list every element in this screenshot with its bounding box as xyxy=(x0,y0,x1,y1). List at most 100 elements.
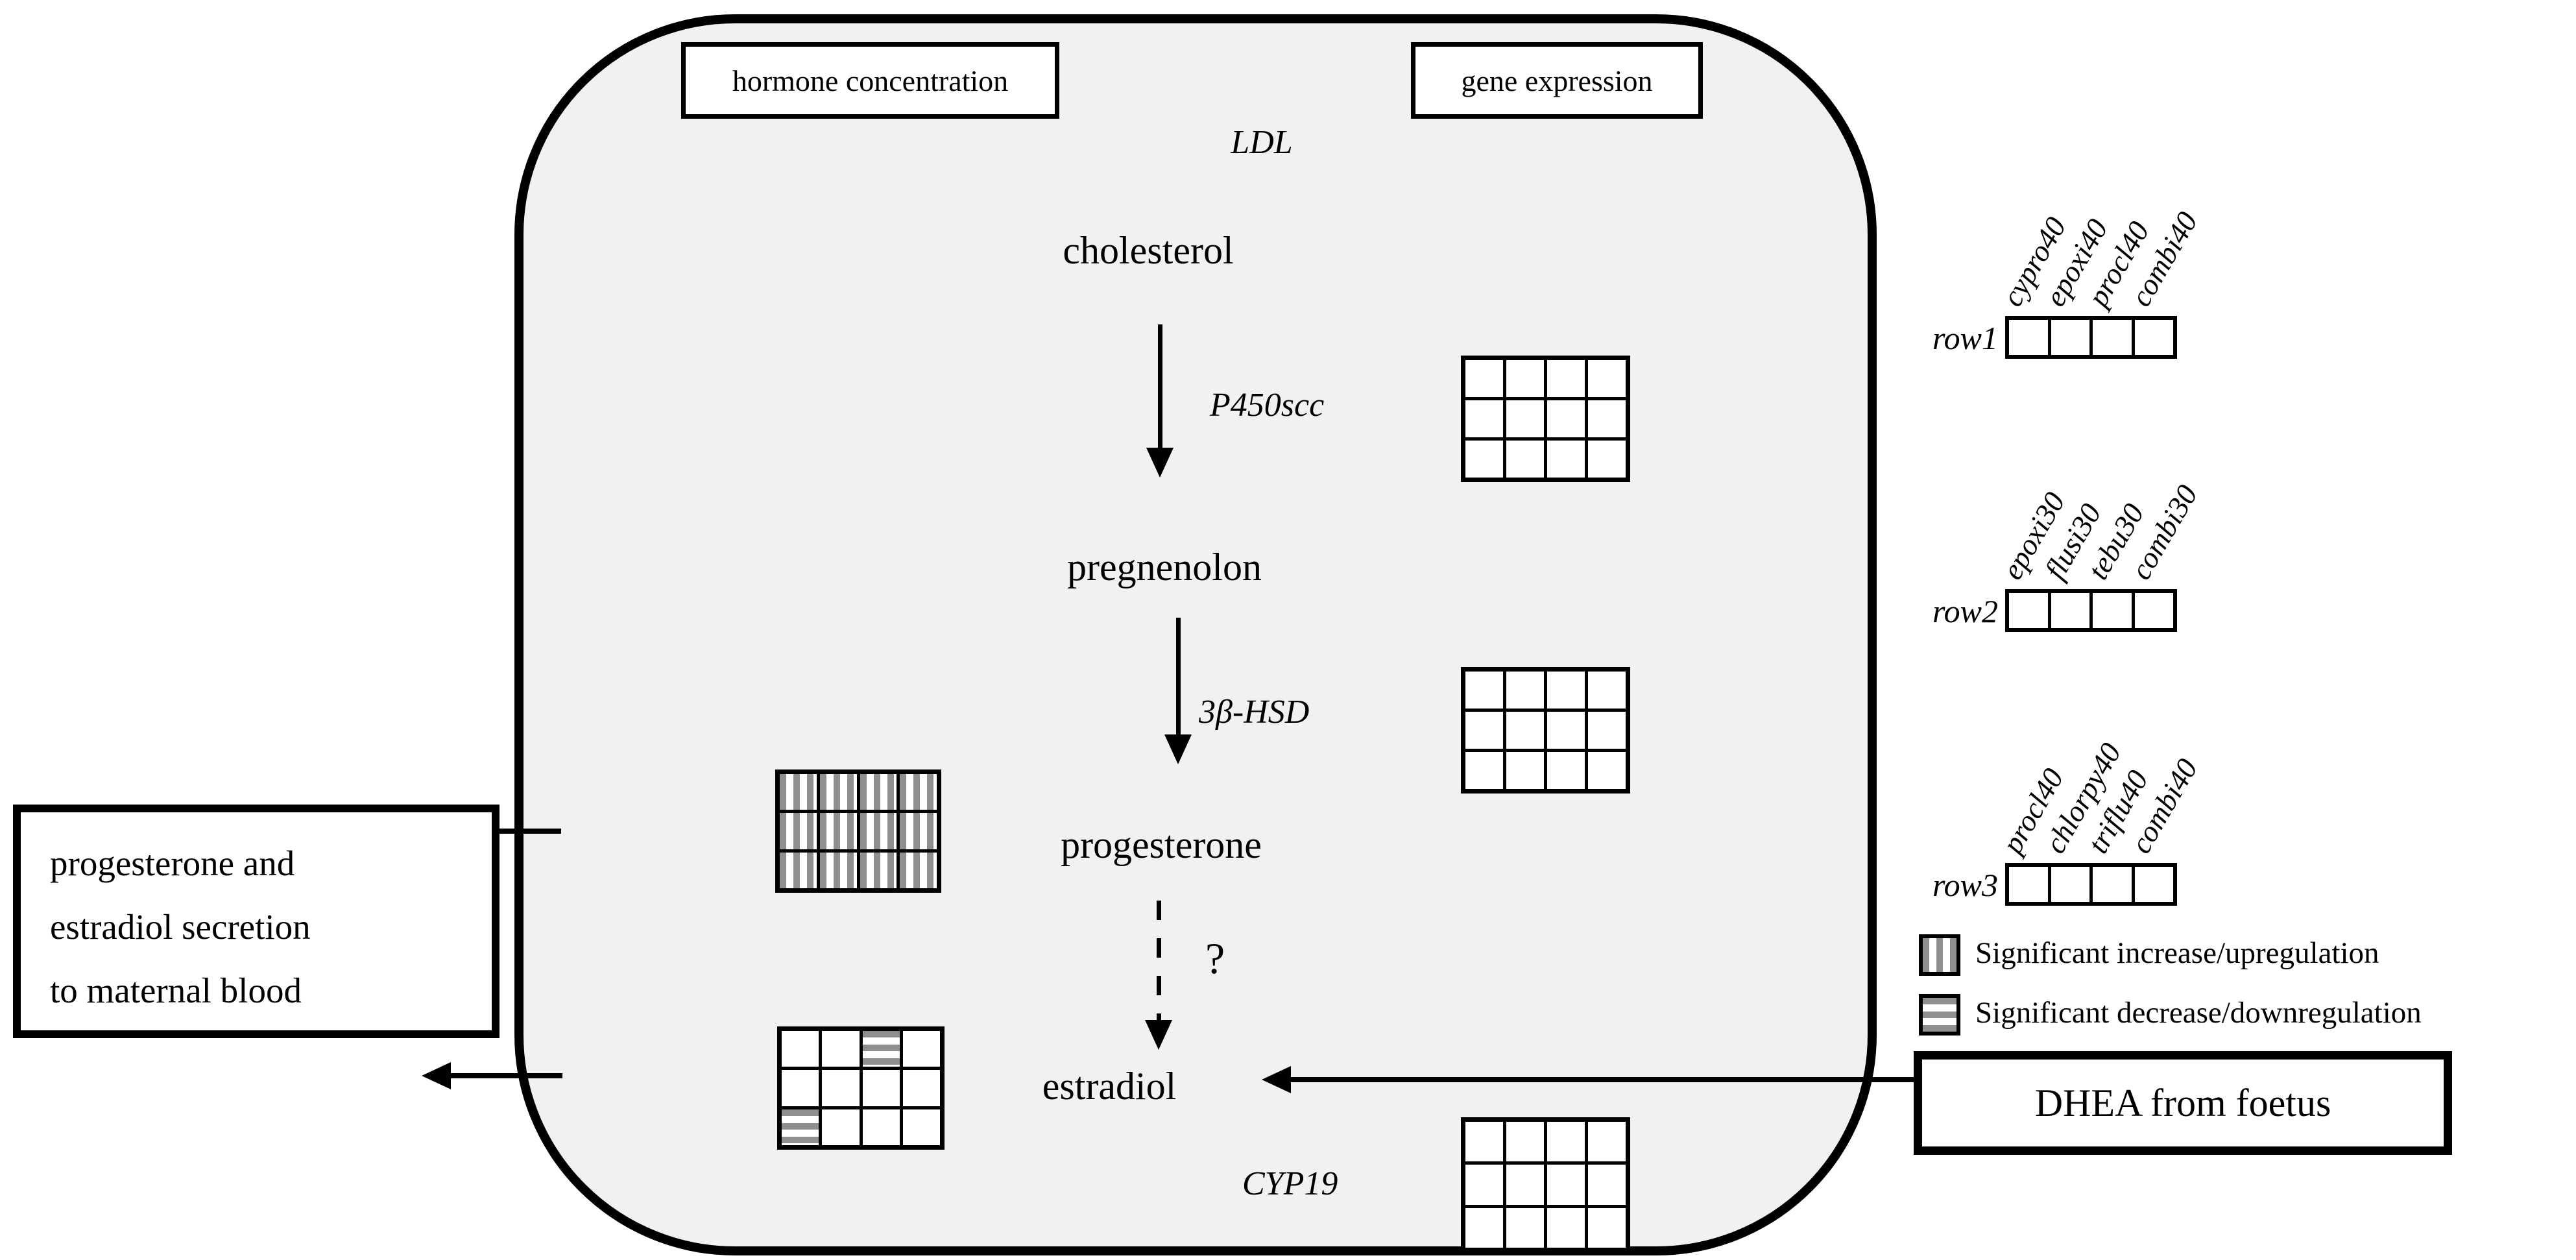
pregnenolon-label: pregnenolon xyxy=(1067,546,1262,588)
grid-cell-down xyxy=(862,1031,900,1067)
grid-cell-none xyxy=(1547,441,1585,478)
strip-cell-none xyxy=(2009,867,2048,902)
cholesterol-label: cholesterol xyxy=(1063,229,1234,272)
strip-cell-none xyxy=(2134,320,2173,355)
row1-strip xyxy=(2005,316,2177,359)
grid-cell-none xyxy=(1588,752,1626,789)
grid-cell-none xyxy=(1506,1207,1544,1248)
grid-cell-up xyxy=(780,813,817,849)
ldl-label: LDL xyxy=(1231,124,1293,161)
hsd-label: 3β-HSD xyxy=(1199,694,1310,731)
cyp19-label: CYP19 xyxy=(1242,1165,1338,1202)
strip-cell-none xyxy=(2134,867,2173,902)
arrow-progesterone-estradiol-shaft xyxy=(1157,901,1161,1021)
dhea-label: DHEA from foetus xyxy=(2034,1081,2331,1124)
grid-cell-none xyxy=(1506,1122,1544,1162)
grid-cell-up xyxy=(819,813,857,849)
grid-cell-none xyxy=(1506,712,1544,749)
arrow-pregnenolon-progesterone-shaft xyxy=(1176,618,1181,736)
grid-cell-none xyxy=(1465,712,1503,749)
legend-upregulation-label: Significant increase/upregulation xyxy=(1975,936,2379,970)
legend-upregulation-swatch xyxy=(1919,934,1960,976)
grid-cell-none xyxy=(1465,360,1503,397)
estradiol-label: estradiol xyxy=(1042,1065,1177,1108)
strip-cell-none xyxy=(2093,593,2132,628)
arrow-cholesterol-pregnenolon-head xyxy=(1146,448,1174,478)
grid-cell-none xyxy=(1588,441,1626,478)
grid-cell-none xyxy=(1547,1122,1585,1162)
strip-cell-none xyxy=(2051,867,2089,902)
grid-cell-none xyxy=(822,1031,860,1067)
grid-cell-up xyxy=(860,774,897,810)
row2-label: row2 xyxy=(1932,593,1998,629)
arrow-cholesterol-pregnenolon-shaft xyxy=(1158,324,1162,449)
grid-cell-none xyxy=(782,1070,819,1106)
grid-cell-up xyxy=(780,774,817,810)
grid-cell-none xyxy=(1547,672,1585,709)
maternal-blood-line2: estradiol secretion xyxy=(50,907,311,947)
grid-cell-up xyxy=(900,813,937,849)
strip-cell-none xyxy=(2093,320,2132,355)
grid-cell-none xyxy=(822,1070,860,1106)
dhea-box: DHEA from foetus xyxy=(1914,1051,2452,1155)
arrow-pregnenolon-progesterone-head xyxy=(1164,734,1192,764)
grid-cell-none xyxy=(1588,672,1626,709)
hormone-grid-estradiol xyxy=(777,1026,945,1150)
grid-cell-none xyxy=(1547,712,1585,749)
grid-cell-none xyxy=(902,1031,940,1067)
maternal-blood-line3: to maternal blood xyxy=(50,971,302,1010)
grid-cell-none xyxy=(1547,1207,1585,1248)
grid-cell-none xyxy=(1465,1122,1503,1162)
grid-cell-none xyxy=(1547,1165,1585,1205)
row1-label: row1 xyxy=(1932,320,1998,356)
grid-cell-none xyxy=(862,1109,900,1145)
grid-cell-none xyxy=(862,1070,900,1106)
arrow-dhea-estradiol-head xyxy=(1262,1066,1291,1093)
hormone-concentration-box: hormone concentration xyxy=(681,42,1059,119)
grid-cell-none xyxy=(1588,1122,1626,1162)
p450scc-label: P450scc xyxy=(1210,387,1325,424)
grid-cell-none xyxy=(1465,1207,1503,1248)
grid-cell-up xyxy=(900,852,937,888)
gene-expression-box: gene expression xyxy=(1411,42,1703,119)
grid-cell-none xyxy=(782,1031,819,1067)
grid-cell-none xyxy=(1465,400,1503,437)
grid-cell-none xyxy=(1506,752,1544,789)
arrow-progesterone-secretion-shaft xyxy=(480,829,561,834)
grid-cell-none xyxy=(1588,712,1626,749)
grid-cell-none xyxy=(1588,1207,1626,1248)
question-mark-label: ? xyxy=(1205,934,1225,983)
grid-cell-none xyxy=(1506,400,1544,437)
grid-cell-none xyxy=(1506,672,1544,709)
hormone-concentration-label: hormone concentration xyxy=(732,64,1009,97)
grid-cell-none xyxy=(1547,360,1585,397)
arrow-dhea-estradiol-shaft xyxy=(1291,1077,1914,1082)
gene-grid-cyp19 xyxy=(1461,1117,1630,1252)
grid-cell-none xyxy=(1547,400,1585,437)
grid-cell-none xyxy=(1506,360,1544,397)
hormone-grid-progesterone xyxy=(775,769,941,893)
grid-cell-none xyxy=(1588,400,1626,437)
strip-cell-none xyxy=(2009,593,2048,628)
grid-cell-none xyxy=(902,1070,940,1106)
gene-expression-label: gene expression xyxy=(1461,64,1653,97)
grid-cell-none xyxy=(1506,441,1544,478)
strip-cell-none xyxy=(2051,593,2089,628)
strip-cell-none xyxy=(2009,320,2048,355)
maternal-blood-box: progesterone and estradiol secretion to … xyxy=(13,805,500,1038)
row2-strip xyxy=(2005,589,2177,632)
strip-cell-none xyxy=(2134,593,2173,628)
grid-cell-down xyxy=(782,1109,819,1145)
progesterone-label: progesterone xyxy=(1061,823,1262,866)
grid-cell-none xyxy=(1465,752,1503,789)
grid-cell-none xyxy=(1465,672,1503,709)
gene-grid-3bhsd xyxy=(1461,667,1630,794)
grid-cell-none xyxy=(1588,1165,1626,1205)
grid-cell-up xyxy=(819,852,857,888)
arrow-estradiol-secretion-head xyxy=(422,1062,451,1089)
arrow-estradiol-secretion-shaft xyxy=(449,1073,562,1078)
grid-cell-none xyxy=(1465,1165,1503,1205)
grid-cell-none xyxy=(1547,752,1585,789)
grid-cell-none xyxy=(822,1109,860,1145)
grid-cell-none xyxy=(1588,360,1626,397)
